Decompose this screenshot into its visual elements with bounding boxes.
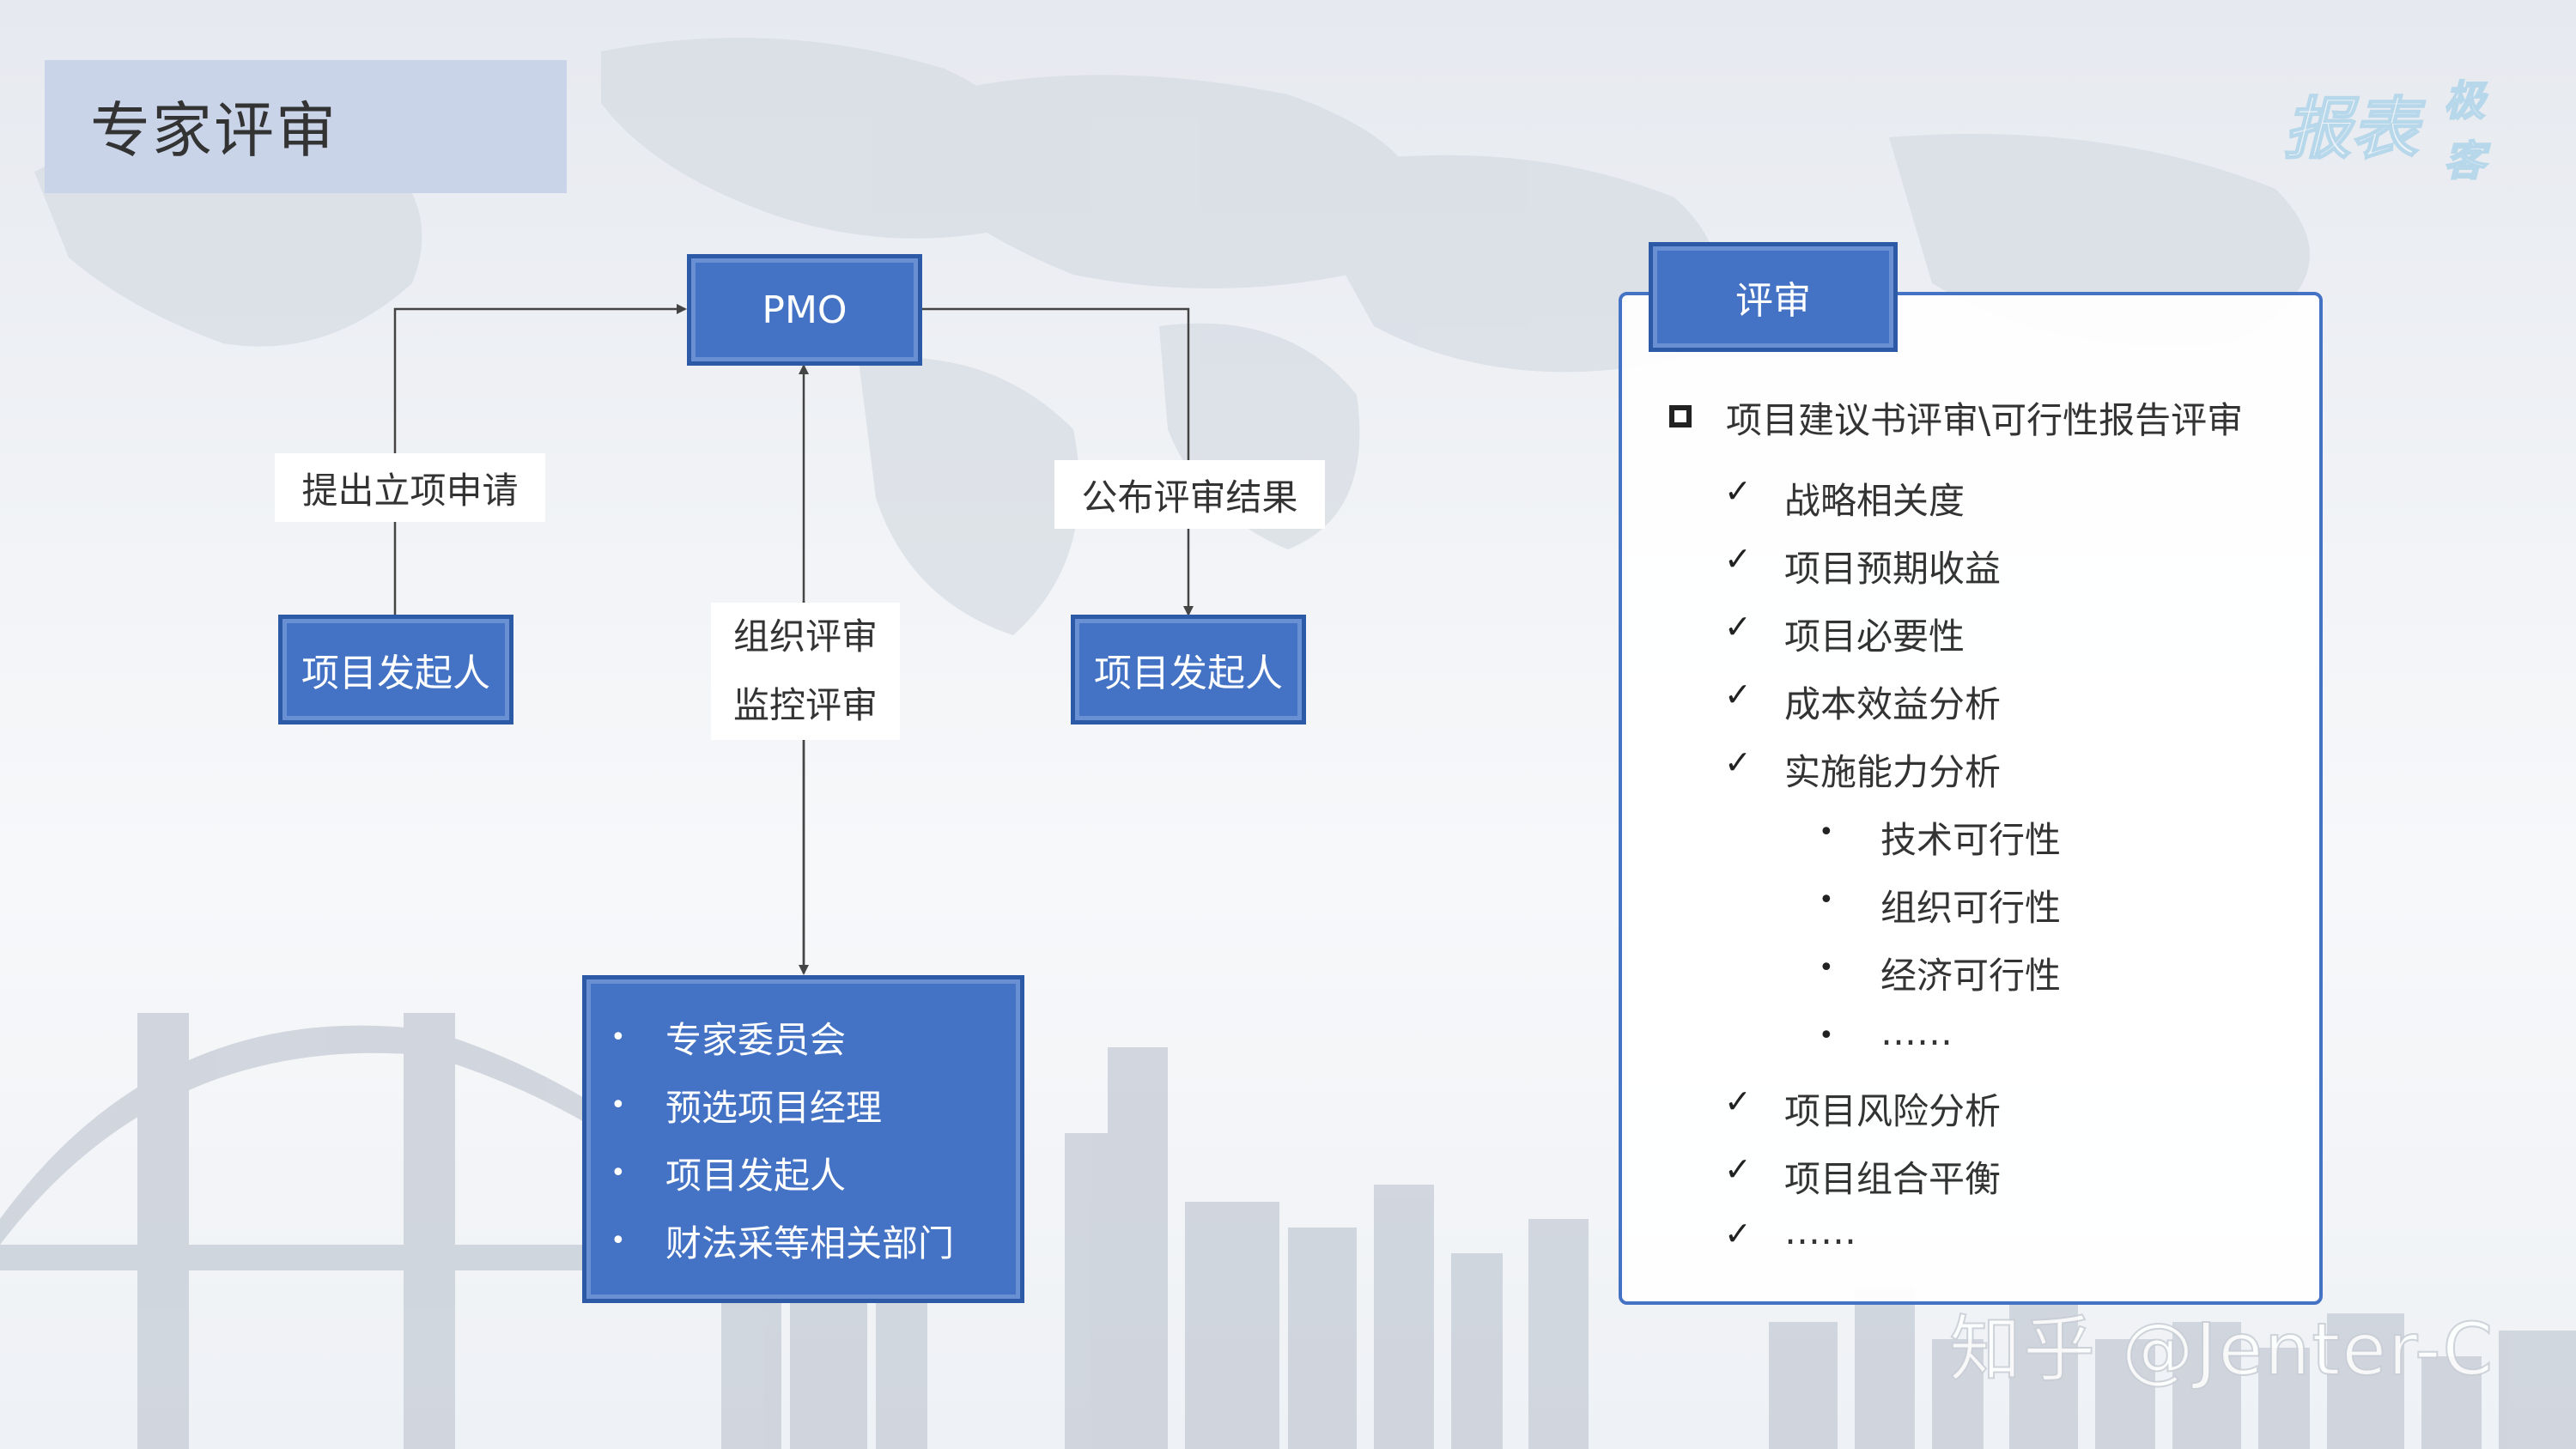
committee-item: 专家委员会 (665, 1018, 847, 1061)
bullet-icon: • (611, 1225, 626, 1256)
page-title: 专家评审 (90, 95, 337, 166)
check-icon: ✓ (1724, 540, 1752, 578)
check-icon: ✓ (1724, 1150, 1752, 1188)
sponsor-left-label: 项目发起人 (301, 652, 490, 695)
committee-item: 财法采等相关部门 (665, 1222, 955, 1264)
apply-label: 提出立项申请 (275, 453, 545, 522)
bullet-icon: • (1819, 885, 1834, 915)
pmo-label: PMO (762, 288, 848, 332)
logo-small-text: 极客 (2443, 76, 2486, 186)
check-icon: ✓ (1724, 1082, 1752, 1120)
sponsor-right-label: 项目发起人 (1094, 652, 1283, 695)
organize-monitor-label: 组织评审 监控评审 (711, 603, 900, 740)
review-check-item: …… (1784, 1210, 1856, 1252)
review-check-item: 战略相关度 (1784, 480, 1965, 522)
check-icon: ✓ (1724, 1215, 1752, 1252)
pmo-box: PMO (687, 254, 922, 366)
review-check-item: 实施能力分析 (1784, 751, 2002, 793)
review-check-item: 项目预期收益 (1784, 548, 2002, 590)
bullet-icon: • (1819, 953, 1834, 983)
checkbox-square-icon (1669, 405, 1692, 427)
check-icon: ✓ (1724, 608, 1752, 646)
bullet-icon: • (611, 1089, 626, 1120)
review-sub-item: 技术可行性 (1880, 819, 2062, 861)
committee-item: 预选项目经理 (665, 1086, 883, 1129)
watermark: 知乎 @Jenter-C (1948, 1307, 2495, 1392)
title-background (45, 60, 567, 193)
review-check-item: 项目组合平衡 (1784, 1158, 2002, 1200)
publish-label-text: 公布评审结果 (1081, 476, 1298, 518)
publish-label: 公布评审结果 (1054, 460, 1325, 529)
monitor-label-text: 监控评审 (732, 684, 878, 726)
bullet-icon: • (611, 1022, 626, 1052)
review-sub-item: 组织可行性 (1880, 887, 2062, 929)
review-tab-label: 评审 (1735, 279, 1811, 323)
committee-box: • 专家委员会 • 预选项目经理 • 项目发起人 • 财法采等相关部门 (582, 975, 1024, 1303)
review-check-item: 项目必要性 (1784, 615, 1965, 658)
bullet-icon: • (1819, 817, 1834, 847)
bullet-icon: • (611, 1157, 626, 1188)
review-sub-item: …… (1880, 1011, 1953, 1053)
check-icon: ✓ (1724, 743, 1752, 781)
sponsor-box-right: 项目发起人 (1071, 615, 1306, 724)
brand-logo: 报表 极客 (2283, 67, 2499, 186)
committee-item: 项目发起人 (665, 1154, 847, 1197)
review-check-item: 项目风险分析 (1784, 1090, 2002, 1132)
check-icon: ✓ (1724, 472, 1752, 510)
bullet-icon: • (1819, 1021, 1834, 1051)
sponsor-box-left: 项目发起人 (278, 615, 513, 724)
apply-label-text: 提出立项申请 (301, 469, 519, 512)
review-heading: 项目建议书评审\可行性报告评审 (1726, 399, 2244, 441)
review-sub-item: 经济可行性 (1880, 955, 2062, 997)
check-icon: ✓ (1724, 676, 1752, 713)
logo-main-text: 报表 (2283, 90, 2419, 169)
organize-label-text: 组织评审 (732, 615, 878, 658)
review-panel (1619, 292, 2323, 1305)
review-check-item: 成本效益分析 (1784, 683, 2002, 725)
review-tab: 评审 (1649, 242, 1898, 352)
